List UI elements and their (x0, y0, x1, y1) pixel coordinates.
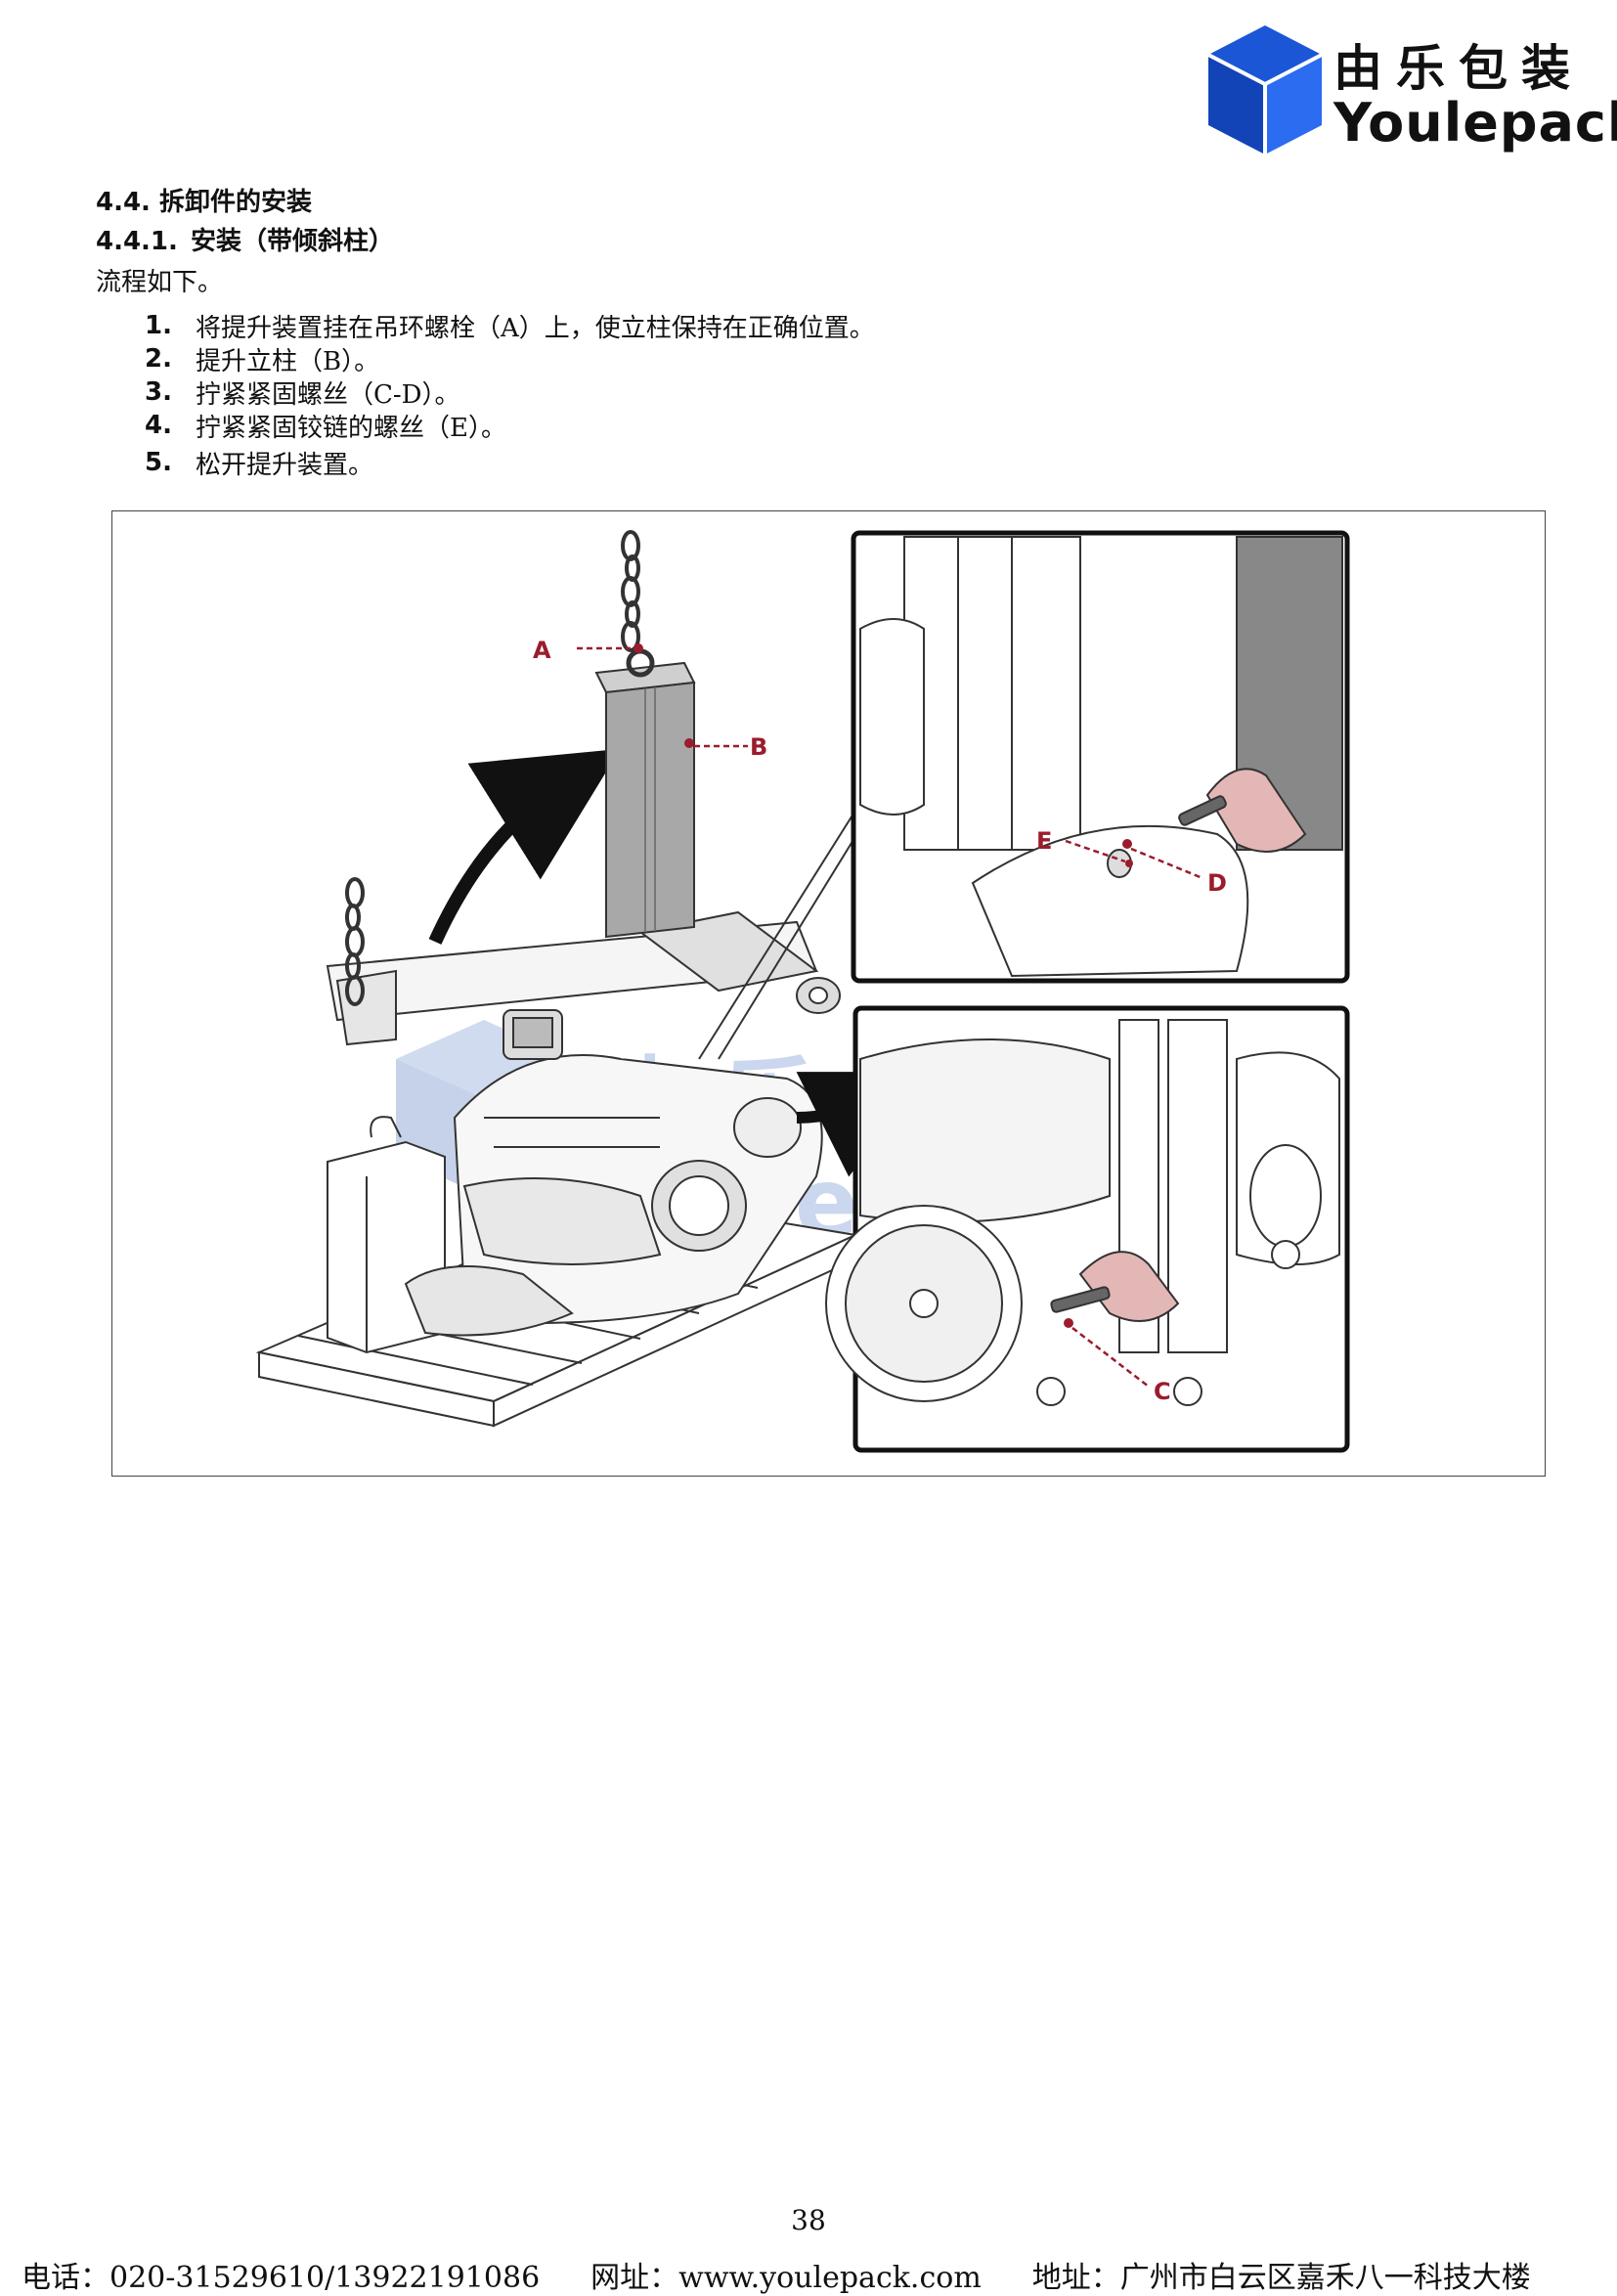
footer-phone: 电话：020-31529610/13922191086 (22, 2261, 541, 2295)
inset-top: D E (851, 530, 1350, 984)
callout-dot-a (634, 643, 643, 653)
callout-line-c (1071, 1327, 1150, 1388)
machine-body (404, 1009, 823, 1337)
subsection-heading: 4.4.1. 安装（带倾斜柱） (96, 221, 394, 257)
callout-dot-e (1125, 860, 1133, 867)
step-item: 5.松开提升装置。 (145, 448, 374, 480)
callout-d: D (1207, 869, 1227, 897)
callout-line-d (1130, 847, 1203, 880)
section-title: 拆卸件的安装 (159, 188, 313, 217)
callout-b: B (750, 733, 767, 761)
step-item: 4.拧紧紧固铰链的螺丝（E）。 (145, 411, 506, 443)
section-heading: 4.4. 拆卸件的安装 (96, 182, 312, 218)
callout-line-e (1065, 839, 1126, 863)
callout-dot-c (1064, 1318, 1073, 1328)
footer-website: 网址：www.youlepack.com (590, 2261, 982, 2295)
chain-left (345, 877, 365, 1006)
step-item: 2.提升立柱（B）。 (145, 344, 380, 376)
logo-name-cn: 由乐包装 (1333, 40, 1584, 97)
callout-e: E (1036, 827, 1052, 855)
step-item: 3.拧紧紧固螺丝（C-D）。 (145, 377, 460, 410)
subsection-number: 4.4.1. (96, 227, 178, 256)
column-upright (594, 661, 696, 939)
subsection-title: 安装（带倾斜柱） (191, 227, 395, 256)
installation-figure: 由乐包装 Youlepack (111, 510, 1546, 1477)
logo-name-en: Youlepack (1333, 92, 1617, 154)
procedure-steps: 1.将提升装置挂在吊环螺栓（A）上，使立柱保持在正确位置。 2.提升立柱（B）。… (145, 309, 875, 480)
intro-text: 流程如下。 (96, 268, 224, 297)
callout-dot-b (684, 738, 694, 748)
page-footer: 电话：020-31529610/13922191086 网址：www.youle… (22, 2253, 1605, 2296)
page-number: 38 (791, 2204, 826, 2236)
chain-upper (621, 530, 655, 678)
footer-address: 地址：广州市白云区嘉禾八一科技大楼 (1031, 2261, 1531, 2295)
connector-line (698, 794, 866, 1060)
column-tilted (326, 910, 841, 1046)
cube-logo-icon (1207, 25, 1323, 155)
callout-dot-d (1122, 839, 1132, 849)
installation-illustration: 由乐包装 Youlepack (255, 530, 1350, 1453)
step-item: 1.将提升装置挂在吊环螺栓（A）上，使立柱保持在正确位置。 (145, 311, 875, 343)
connector-line (718, 804, 876, 1060)
inset-bottom: C (825, 1005, 1350, 1453)
section-number: 4.4. (96, 188, 151, 217)
callout-a: A (533, 637, 551, 664)
company-logo: 由乐包装 Youlepack (1204, 22, 1617, 158)
rotation-arrow (428, 748, 621, 945)
callout-c: C (1154, 1378, 1171, 1405)
